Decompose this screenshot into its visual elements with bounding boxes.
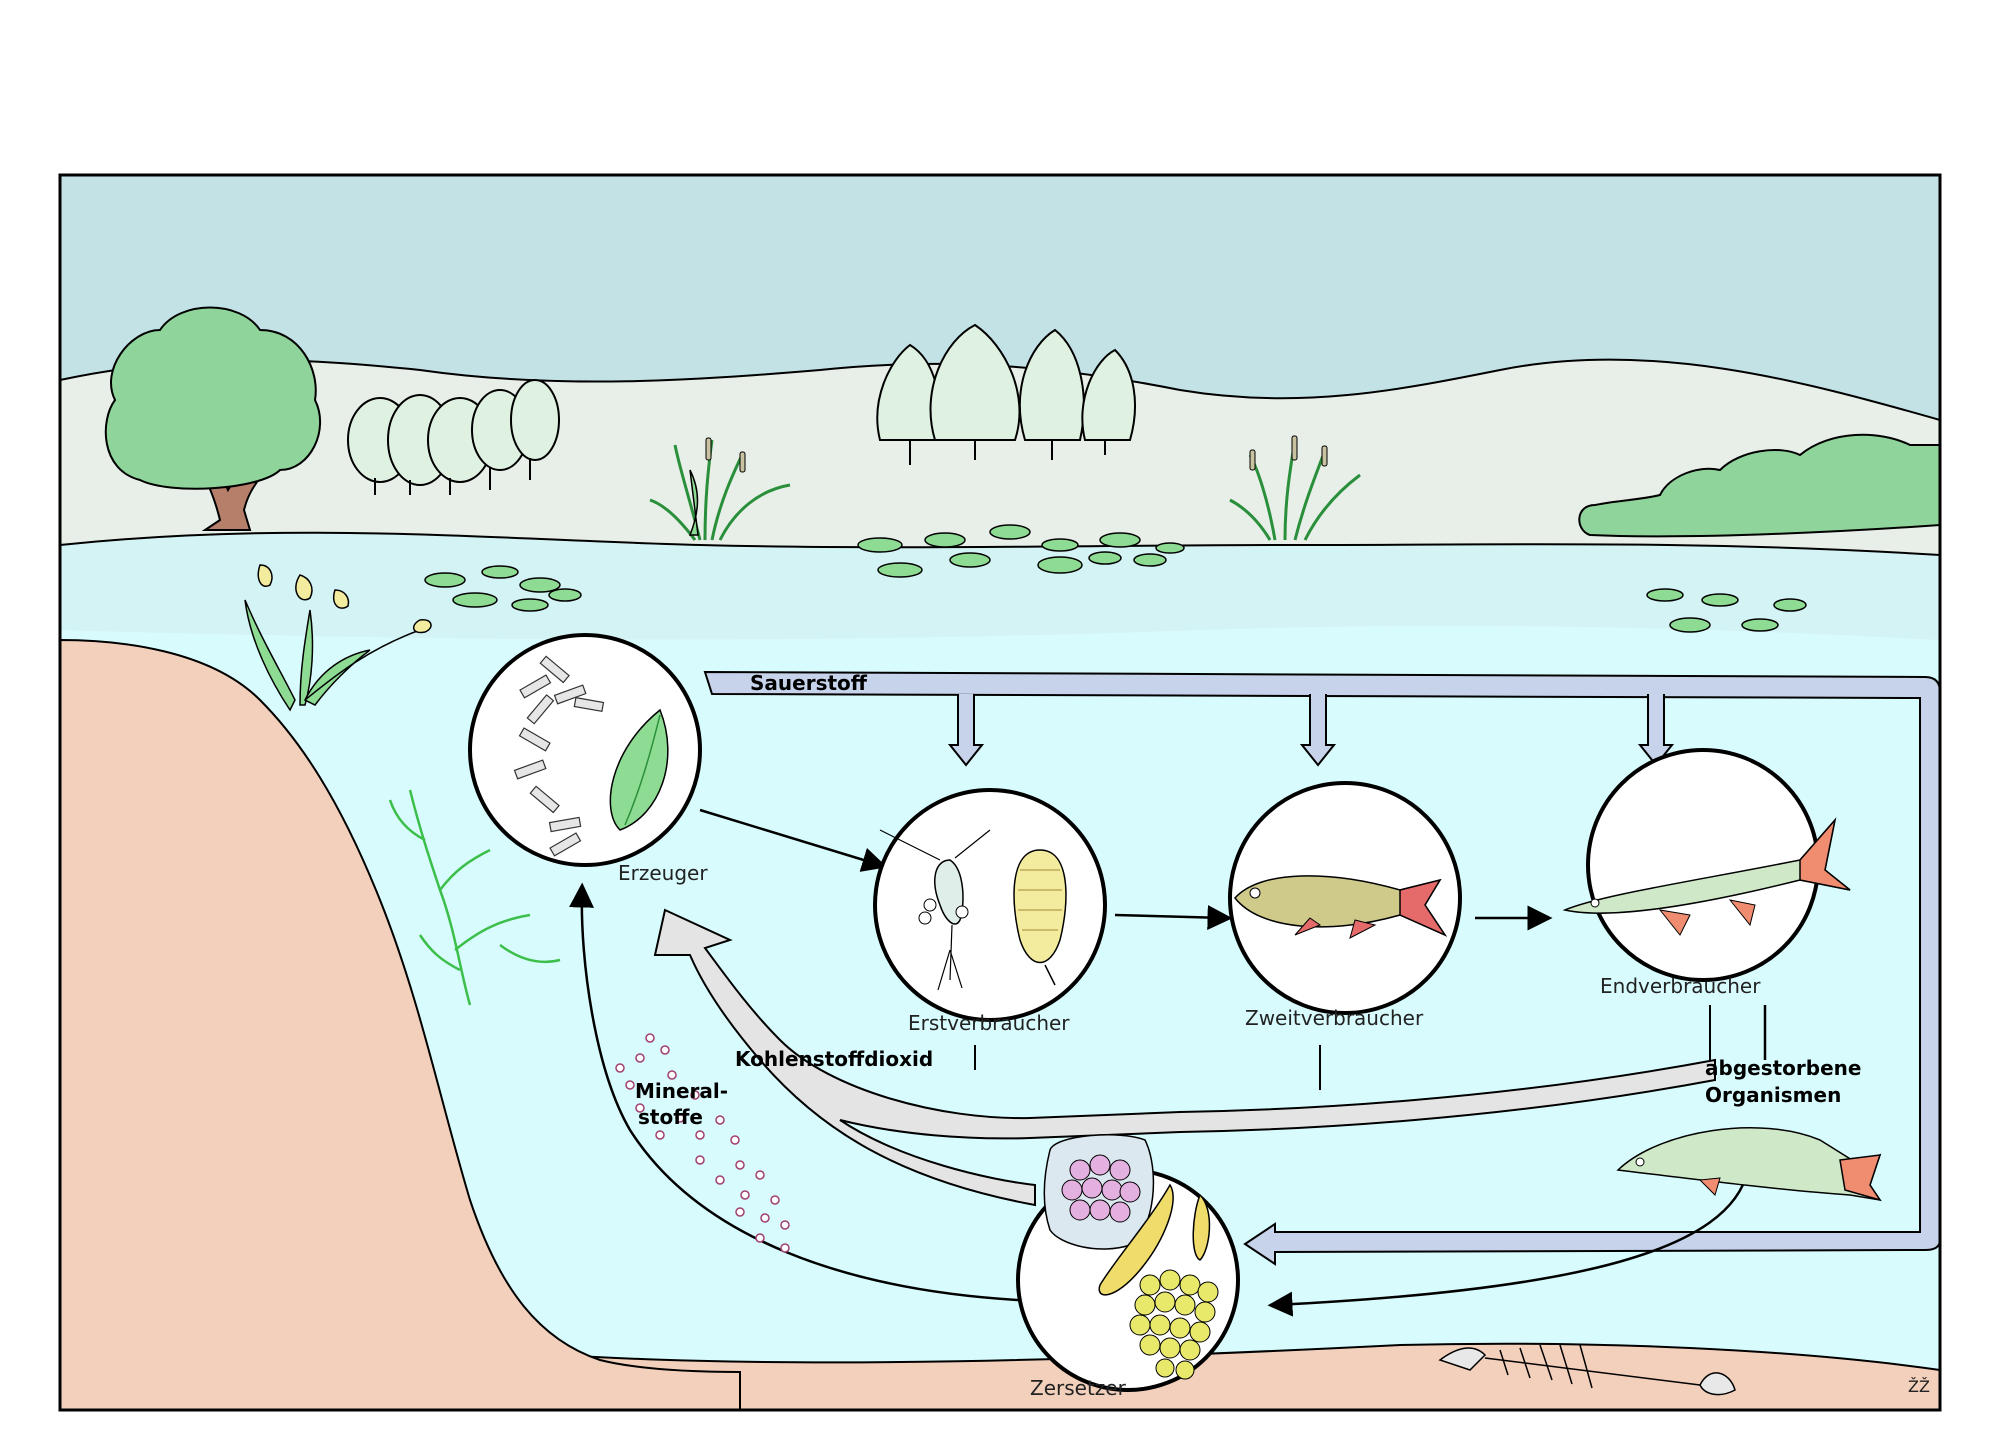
food-chain-arrows [569,808,1767,1317]
oxygen-arrow [703,670,1941,1266]
label-carbon-dioxide: Kohlenstoffdioxid [735,1047,933,1071]
label-minerals-line2: stoffe [638,1105,703,1129]
signature: ŽŽ [1908,1377,1930,1396]
label-oxygen: Sauerstoff [750,671,868,695]
reeds-right [1229,435,1361,541]
producer-circle [468,633,702,867]
label-dead-organisms-line2: Organismen [1705,1083,1841,1107]
label-primary-consumers: Erstverbraucher [908,1011,1070,1035]
lily-pads [424,524,1807,633]
diatom-chain [513,655,605,857]
fish-skeleton [1438,1344,1736,1396]
dead-fish [1616,1127,1882,1202]
copepod [879,829,991,991]
label-secondary-consumers: Zweitverbraucher [1245,1006,1424,1030]
large-tree [104,306,321,531]
reeds-left [649,437,791,541]
label-decomposers: Zersetzer [1030,1376,1127,1400]
co2-arrow [653,908,1716,1207]
bacteria-cluster [1061,1154,1141,1223]
tree-group-center [876,323,1136,465]
label-top-consumers: Endverbraucher [1600,974,1761,998]
primary-consumer-circle [873,788,1107,1022]
fungal-hypha [1098,1183,1174,1296]
larva [1013,849,1067,986]
left-bank [59,638,741,1411]
top-consumer-circle [1562,748,1851,982]
tree-row-left [347,379,560,495]
yeast-cells [1129,1269,1219,1380]
mineral-particles [615,1033,790,1253]
label-minerals-line1: Mineral- [635,1079,728,1103]
secondary-consumer-circle [1228,781,1462,1015]
label-dead-organisms-line1: abgestorbene [1705,1056,1861,1080]
water-plant [244,564,432,712]
bush-right [1578,433,1941,538]
roach-fish [1234,875,1448,939]
pond-bottom [559,1342,1941,1411]
label-producers: Erzeuger [618,861,708,885]
frame-border [58,173,1942,1412]
decomposer-circle [1016,1134,1240,1392]
algae [388,789,561,1006]
pike [1562,817,1851,936]
